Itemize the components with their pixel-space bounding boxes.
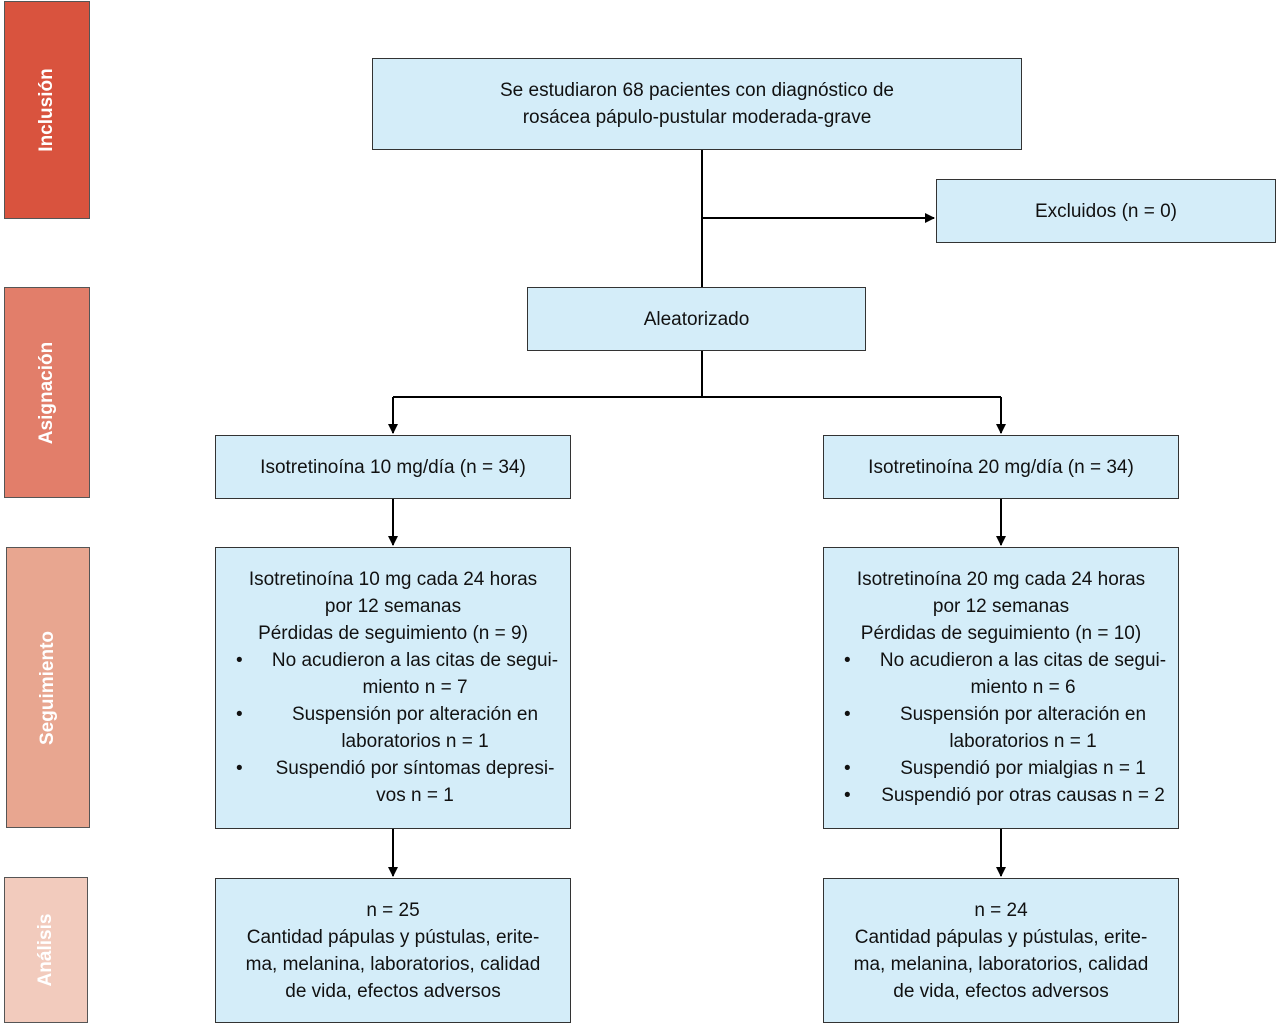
stage-followup: Seguimiento	[6, 547, 90, 828]
bullet-icon: •	[844, 758, 851, 779]
analysis-10mg-line-3: ma, melanina, laboratorios, calidad	[245, 954, 541, 975]
excluded-box: Excluidos (n = 0)	[936, 179, 1276, 243]
followup-20mg-line-2: por 12 semanas	[932, 596, 1070, 617]
followup-20mg-line-1: Isotretinoína 20 mg cada 24 horas	[856, 569, 1146, 590]
followup-20mg-reasons: • No acudieron a las citas de segui- mie…	[824, 647, 1178, 809]
excluded-label: Excluidos (n = 0)	[1034, 200, 1178, 222]
analysis-20mg-n: n = 24	[974, 900, 1028, 921]
followup-10mg-line-3: Pérdidas de seguimiento (n = 9)	[258, 623, 528, 644]
analysis-box-10mg: n = 25 Cantidad pápulas y pústulas, erit…	[215, 878, 571, 1023]
bullet-icon: •	[844, 704, 851, 725]
followup-10mg-line-2: por 12 semanas	[324, 596, 462, 617]
list-item: • No acudieron a las citas de segui- mie…	[236, 647, 570, 701]
followup-box-20mg: Isotretinoína 20 mg cada 24 horas por 12…	[823, 547, 1179, 829]
analysis-10mg-n: n = 25	[366, 900, 420, 921]
randomized-label: Aleatorizado	[643, 308, 750, 330]
followup-box-10mg: Isotretinoína 10 mg cada 24 horas por 12…	[215, 547, 571, 829]
stage-followup-label: Seguimiento	[37, 630, 58, 745]
list-item: • Suspendió por síntomas depresi- vos n …	[236, 755, 570, 809]
followup-20mg-line-3: Pérdidas de seguimiento (n = 10)	[860, 623, 1142, 644]
group-box-10mg: Isotretinoína 10 mg/día (n = 34)	[215, 435, 571, 499]
bullet-icon: •	[844, 785, 851, 806]
stage-assignment-label: Asignación	[36, 341, 57, 444]
list-item: • Suspendió por otras causas n = 2	[844, 782, 1178, 809]
followup-10mg-reasons: • No acudieron a las citas de segui- mie…	[216, 647, 570, 809]
bullet-icon: •	[236, 704, 243, 725]
analysis-10mg-line-2: Cantidad pápulas y pústulas, erite-	[246, 927, 540, 948]
list-item: • No acudieron a las citas de segui- mie…	[844, 647, 1178, 701]
analysis-box-20mg: n = 24 Cantidad pápulas y pústulas, erit…	[823, 878, 1179, 1023]
group-label-10mg: Isotretinoína 10 mg/día (n = 34)	[260, 456, 526, 478]
bullet-icon: •	[236, 758, 243, 779]
stage-assignment: Asignación	[4, 287, 90, 498]
stage-analysis: Análisis	[4, 877, 88, 1023]
stage-analysis-label: Análisis	[35, 913, 56, 987]
inclusion-line-1: Se estudiaron 68 pacientes con diagnósti…	[500, 80, 894, 101]
list-item: • Suspensión por alteración en laborator…	[236, 701, 570, 755]
group-box-20mg: Isotretinoína 20 mg/día (n = 34)	[823, 435, 1179, 499]
analysis-20mg-line-2: Cantidad pápulas y pústulas, erite-	[854, 927, 1148, 948]
bullet-icon: •	[844, 650, 851, 671]
followup-10mg-line-1: Isotretinoína 10 mg cada 24 horas	[248, 569, 538, 590]
randomized-box: Aleatorizado	[527, 287, 866, 351]
group-label-20mg: Isotretinoína 20 mg/día (n = 34)	[868, 456, 1134, 478]
analysis-10mg-line-4: de vida, efectos adversos	[285, 981, 501, 1002]
list-item: • Suspensión por alteración en laborator…	[844, 701, 1178, 755]
stage-inclusion-label: Inclusión	[36, 68, 57, 152]
analysis-20mg-line-3: ma, melanina, laboratorios, calidad	[853, 954, 1149, 975]
analysis-20mg-line-4: de vida, efectos adversos	[893, 981, 1109, 1002]
stage-inclusion: Inclusión	[4, 1, 90, 219]
bullet-icon: •	[236, 650, 243, 671]
inclusion-box: Se estudiaron 68 pacientes con diagnósti…	[372, 58, 1022, 150]
list-item: • Suspendió por mialgias n = 1	[844, 755, 1178, 782]
inclusion-line-2: rosácea pápulo-pustular moderada-grave	[522, 107, 872, 128]
